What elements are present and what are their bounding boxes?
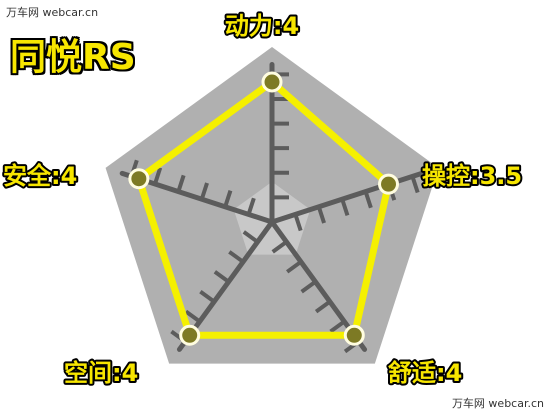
data-point-2 (378, 173, 400, 195)
axis-tick (213, 270, 230, 284)
axis-tick (153, 167, 163, 185)
axis-tick (363, 190, 373, 209)
axis-tick (410, 175, 420, 194)
axis-tick (184, 309, 201, 324)
axis-label-2: 操控:3.5 (422, 162, 522, 190)
axis-tick (199, 182, 209, 200)
watermark-top: 万车网 webcar.cn (6, 6, 99, 19)
axis-tick (246, 197, 256, 216)
data-point-5 (128, 168, 150, 190)
axis-tick (293, 213, 303, 232)
axis-label-4: 空间:4 (64, 359, 138, 387)
axis-tick (316, 206, 326, 224)
axis-tick (286, 260, 303, 274)
data-point-4 (179, 324, 201, 346)
watermark-bottom: 万车网 webcar.cn (451, 397, 544, 410)
axis-tick (300, 280, 317, 294)
axis-tick (340, 198, 350, 216)
data-point-1 (261, 71, 283, 93)
axis-label-3: 舒适:4 (388, 359, 462, 387)
data-polygon (135, 78, 393, 339)
axis-tick (223, 190, 233, 208)
axis-tick (199, 290, 216, 304)
axis-tick (176, 174, 186, 193)
axis-tick (228, 250, 245, 264)
axis-label-5: 安全:4 (3, 162, 77, 190)
data-point-3 (343, 324, 365, 346)
axis-tick (242, 230, 259, 244)
axis-tick (329, 319, 346, 334)
chart-title: 同悦RS (10, 37, 136, 78)
axis-tick (271, 240, 288, 254)
axis-tick (314, 300, 332, 314)
axis-label-1: 动力:4 (225, 12, 299, 40)
